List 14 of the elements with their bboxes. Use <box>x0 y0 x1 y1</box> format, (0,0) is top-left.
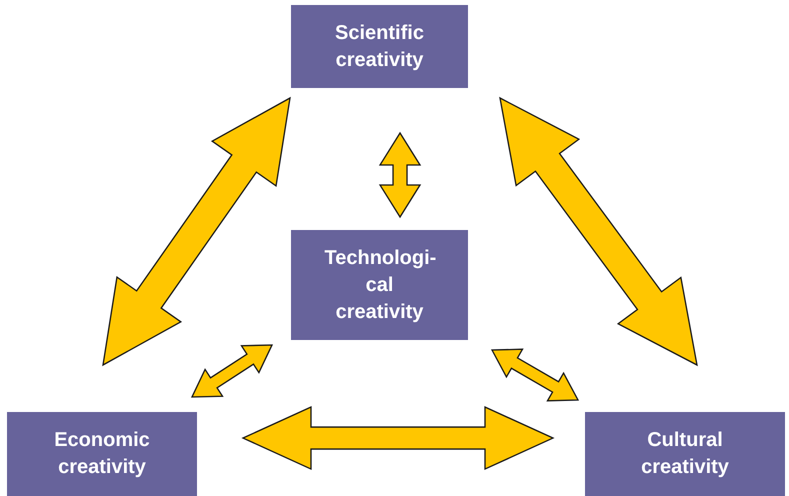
double-arrow <box>190 344 274 398</box>
double-arrow <box>490 348 580 402</box>
double-arrow <box>241 406 555 470</box>
double-arrow <box>499 96 698 366</box>
process-box <box>291 230 468 340</box>
double-arrow <box>102 96 291 366</box>
box-label: Scientific creativity <box>334 20 425 72</box>
double-arrow <box>378 132 422 218</box>
process-box <box>585 412 785 496</box>
box-label: Cultural creativity <box>640 428 730 480</box>
box-label: Economic creativity <box>53 428 151 480</box>
process-box <box>7 412 197 496</box>
box-label: Technologi- cal creativity <box>324 246 434 324</box>
process-box <box>291 5 468 88</box>
